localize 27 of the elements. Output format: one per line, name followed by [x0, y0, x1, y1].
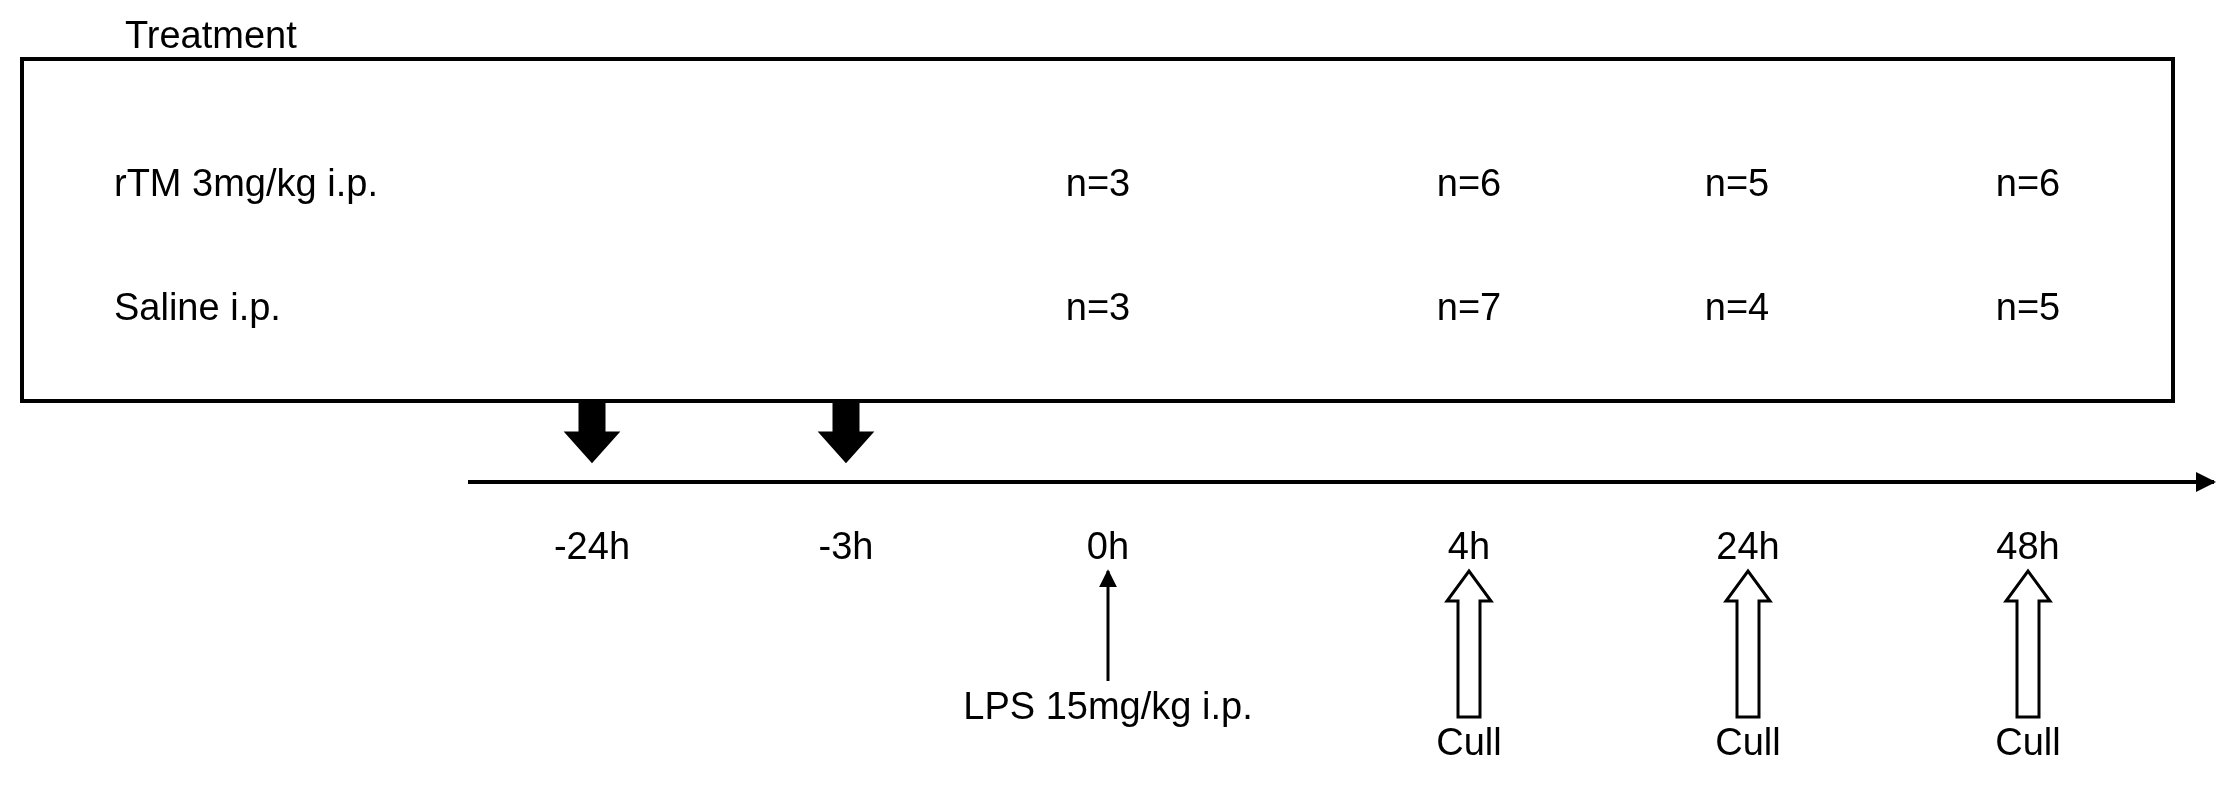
time-label: 4h [1447, 527, 1491, 565]
block-arrow [563, 401, 621, 464]
event-label: Cull [1436, 723, 1502, 761]
time-label: 48h [1996, 527, 2060, 565]
time-label: 0h [1086, 527, 1130, 565]
count-value: n=5 [1704, 164, 1770, 202]
hollow-arrow [1444, 568, 1494, 719]
time-label: -24h [553, 527, 631, 565]
count-value: n=4 [1704, 288, 1770, 326]
event-label: Cull [1715, 723, 1781, 761]
row-label: Saline i.p. [114, 288, 281, 326]
group-heading: Treatment [125, 16, 297, 54]
hollow-arrow [2003, 568, 2053, 719]
count-value: n=5 [1995, 288, 2061, 326]
arrow [1099, 569, 1117, 681]
event-label: LPS 15mg/kg i.p. [963, 687, 1253, 725]
count-value: n=7 [1436, 288, 1502, 326]
row-label: rTM 3mg/kg i.p. [114, 164, 378, 202]
count-value: n=6 [1995, 164, 2061, 202]
time-label: 24h [1716, 527, 1780, 565]
hollow-arrow [1723, 568, 1773, 719]
count-value: n=6 [1436, 164, 1502, 202]
block-arrow [817, 401, 875, 464]
count-value: n=3 [1065, 164, 1131, 202]
event-label: Cull [1995, 723, 2061, 761]
count-value: n=3 [1065, 288, 1131, 326]
time-label: -3h [818, 527, 874, 565]
